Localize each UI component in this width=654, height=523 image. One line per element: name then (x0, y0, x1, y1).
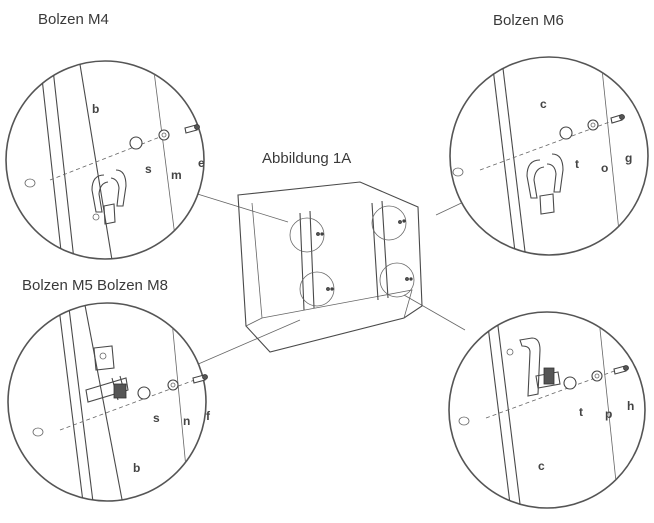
part-label-b-bottom-left: b (133, 461, 140, 475)
detail-circle-bottom-right: c t p h (448, 311, 646, 509)
detail-circle-top-left: b s m e (5, 60, 205, 260)
part-label-c-top-right: c (540, 97, 547, 111)
hardware-top-left (129, 124, 200, 150)
label-bolzen-m5-m8: Bolzen M5 Bolzen M8 (22, 277, 168, 294)
label-bolzen-m6: Bolzen M6 (493, 12, 564, 29)
part-label-spacer-top-left: m (171, 168, 182, 182)
label-bolzen-m4: Bolzen M4 (38, 11, 109, 28)
tv-mini-hardware (316, 219, 413, 291)
part-label-spacer-bottom-right: p (605, 407, 612, 421)
part-label-washer-top-left: s (145, 162, 152, 176)
diagram-title: Abbildung 1A (262, 150, 351, 167)
tv-back-panel (237, 181, 423, 353)
part-label-c-bottom-right: c (538, 459, 545, 473)
part-label-bolt-bottom-left: f (206, 409, 211, 423)
part-label-washer-bottom-right: t (579, 405, 583, 419)
part-label-bolt-bottom-right: h (627, 399, 634, 413)
part-label-washer-top-right: t (575, 157, 579, 171)
part-label-bolt-top-left: e (198, 156, 205, 170)
part-label-washer-bottom-left: s (153, 411, 160, 425)
hardware-bottom-left (137, 374, 208, 400)
part-label-spacer-bottom-left: n (183, 414, 190, 428)
detail-circle-top-right: c t o g (449, 56, 649, 256)
part-label-b-top-left: b (92, 102, 99, 116)
part-label-spacer-top-right: o (601, 161, 608, 175)
hardware-top-right (559, 114, 625, 140)
hardware-bottom-right (563, 365, 629, 390)
part-label-bolt-top-right: g (625, 151, 632, 165)
detail-circle-bottom-left: b s n f (7, 302, 211, 502)
